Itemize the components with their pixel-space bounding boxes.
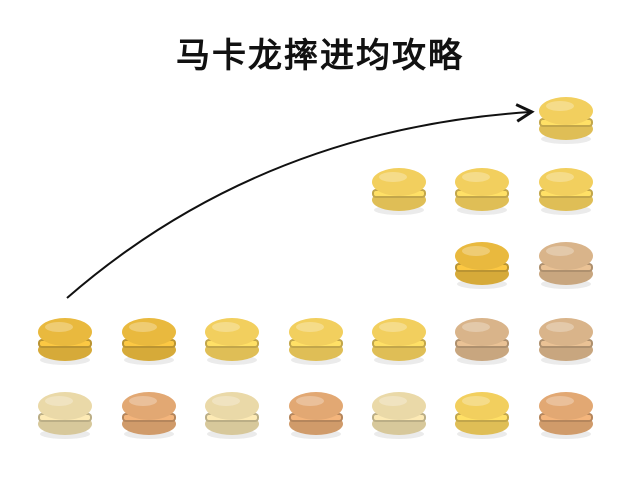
macaron xyxy=(205,318,259,365)
macaron xyxy=(38,392,92,439)
macaron xyxy=(455,392,509,439)
macaron xyxy=(205,392,259,439)
macaron xyxy=(455,168,509,215)
macaron xyxy=(372,318,426,365)
macaron xyxy=(289,392,343,439)
macaron xyxy=(289,318,343,365)
macaron xyxy=(122,392,176,439)
macaron xyxy=(455,242,509,289)
macaron xyxy=(539,318,593,365)
page-title: 马卡龙摔进均攻略 xyxy=(176,36,464,76)
macaron-grid xyxy=(38,97,593,439)
macaron xyxy=(539,242,593,289)
macaron xyxy=(372,392,426,439)
macaron xyxy=(372,168,426,215)
growth-arrow xyxy=(66,103,535,299)
macaron xyxy=(539,392,593,439)
macaron xyxy=(539,168,593,215)
macaron xyxy=(455,318,509,365)
macaron xyxy=(122,318,176,365)
macaron xyxy=(539,97,593,144)
macaron xyxy=(38,318,92,365)
